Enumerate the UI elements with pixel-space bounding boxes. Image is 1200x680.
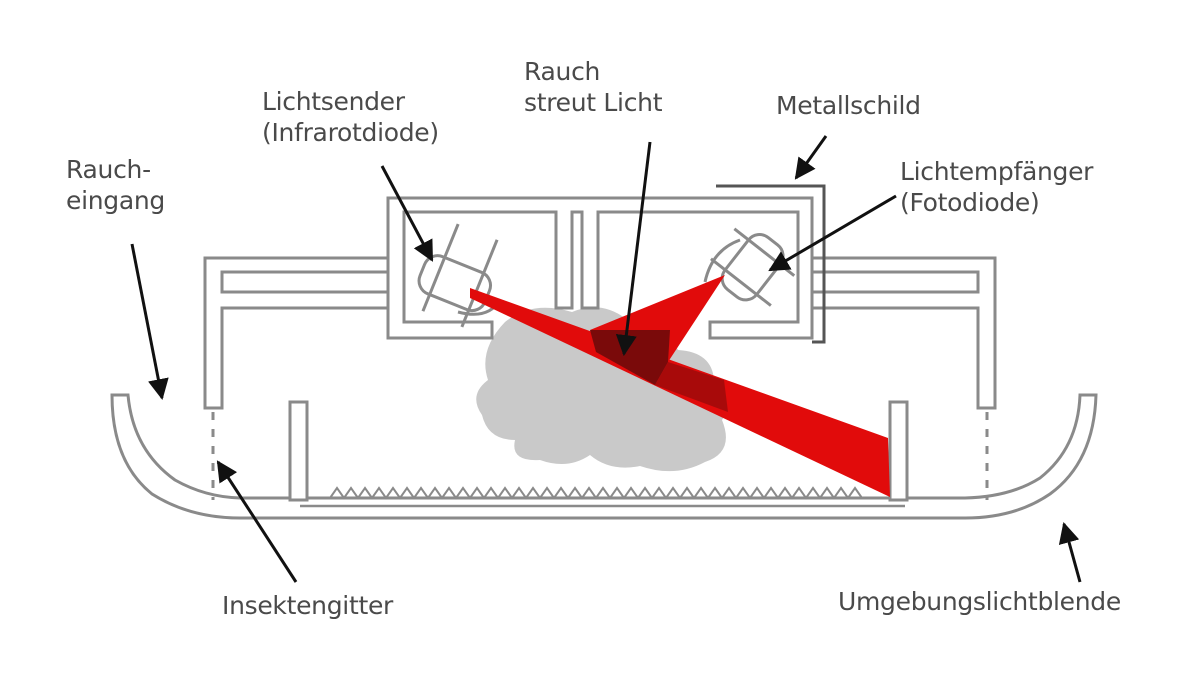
scatter-zone-dark — [590, 330, 670, 385]
label-rauch-streut-line1: Rauch — [524, 57, 601, 86]
label-metallschild: Metallschild — [776, 90, 921, 121]
label-metallschild-text: Metallschild — [776, 91, 921, 120]
label-lichtempfaenger: Lichtempfänger (Fotodiode) — [900, 156, 1093, 218]
post-left — [288, 400, 309, 502]
label-insektengitter: Insektengitter — [222, 590, 393, 621]
scatter-zone-mid — [655, 362, 728, 412]
receiver-lens — [703, 238, 741, 283]
receiver-diode — [710, 227, 796, 307]
label-lichtempfaenger-line1: Lichtempfänger — [900, 157, 1094, 186]
insect-grid-pattern — [329, 486, 863, 500]
label-umgebungslichtblende-text: Umgebungslichtblende — [838, 587, 1121, 616]
arrow-rauch-streut — [615, 141, 652, 357]
label-rauch-streut: Rauch streut Licht — [524, 56, 663, 118]
right-frame — [810, 256, 997, 410]
metal-shield — [716, 184, 826, 344]
emitter-diode — [417, 223, 499, 328]
label-rauch-streut-line2: streut Licht — [524, 88, 663, 117]
label-umgebungslichtblende: Umgebungslichtblende — [838, 586, 1121, 617]
label-rauch-eingang-line1: Rauch- — [66, 155, 151, 184]
label-lichtsender: Lichtsender (Infrarotdiode) — [262, 86, 439, 148]
label-rauch-eingang: Rauch- eingang — [66, 154, 165, 216]
arrow-metallschild — [794, 135, 828, 180]
label-lichtsender-line1: Lichtsender — [262, 87, 405, 116]
label-lichtsender-line2: (Infrarotdiode) — [262, 118, 439, 147]
label-rauch-eingang-line2: eingang — [66, 186, 165, 215]
label-insektengitter-text: Insektengitter — [222, 591, 394, 620]
arrow-umgebungslichtblende — [1058, 521, 1082, 583]
arrow-lichtempfaenger — [768, 194, 897, 272]
post-right — [888, 400, 909, 502]
arrow-lichtsender — [380, 165, 434, 262]
arrow-rauch-eingang — [130, 243, 169, 401]
label-lichtempfaenger-line2: (Fotodiode) — [900, 188, 1040, 217]
left-frame — [203, 256, 394, 410]
housing-base — [110, 393, 1098, 520]
arrow-insektengitter — [216, 460, 298, 583]
